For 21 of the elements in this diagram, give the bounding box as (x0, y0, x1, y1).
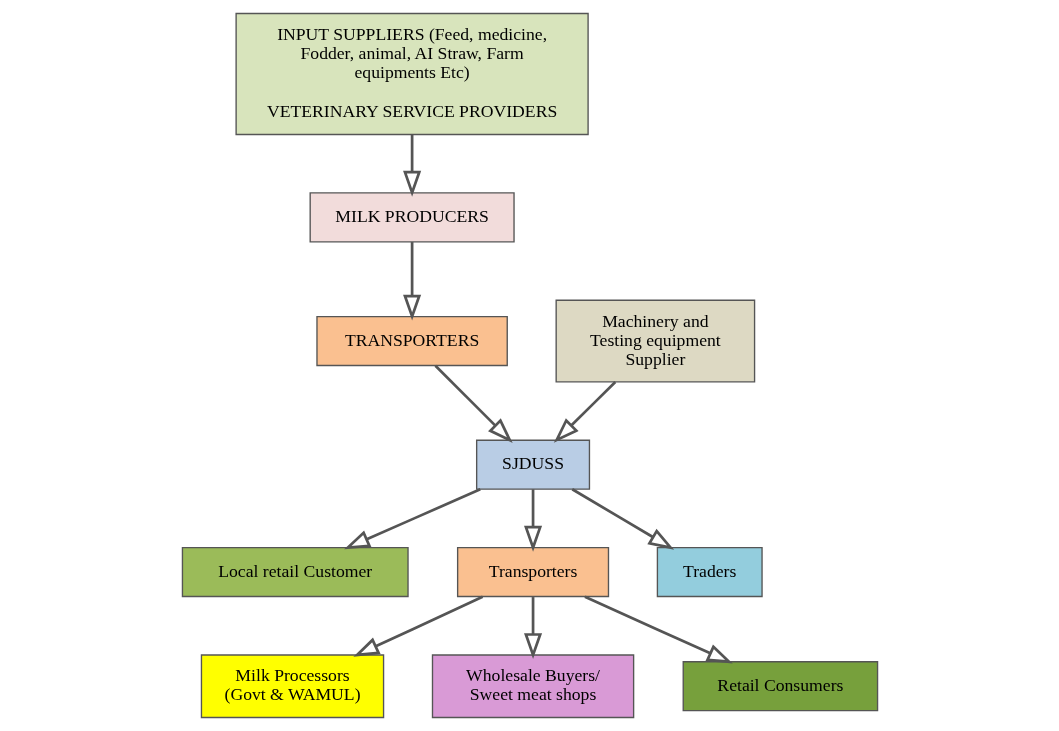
node-box: Milk Processors (Govt & WAMUL) (200, 654, 384, 719)
node-box: MILK PRODUCERS (309, 192, 515, 243)
node-box: Machinery and Testing equipment Supplier (555, 299, 755, 383)
arrow (553, 381, 616, 443)
arrow (402, 242, 421, 321)
node-box: Traders (656, 546, 763, 598)
arrow (343, 488, 481, 550)
node-box: TRANSPORTERS (315, 315, 508, 367)
arrow (433, 364, 513, 443)
arrow (523, 489, 542, 552)
node-box: SJDUSS (475, 439, 590, 490)
node-box: Transporters (456, 546, 609, 598)
node-box: Local retail Customer (181, 546, 409, 598)
arrow (402, 134, 421, 197)
arrow (571, 488, 674, 550)
arrow (583, 595, 733, 664)
arrow (523, 597, 542, 659)
node-box: INPUT SUPPLIERS (Feed, medicine, Fodder, animal, AI Straw, Farm equipments Etc) VETERINARY SERVICE PROVIDERS (234, 12, 589, 136)
node-box: Wholesale Buyers/ Sweet meat shops (431, 654, 634, 719)
node-box: Retail Consumers (682, 661, 878, 712)
arrow (352, 595, 483, 657)
